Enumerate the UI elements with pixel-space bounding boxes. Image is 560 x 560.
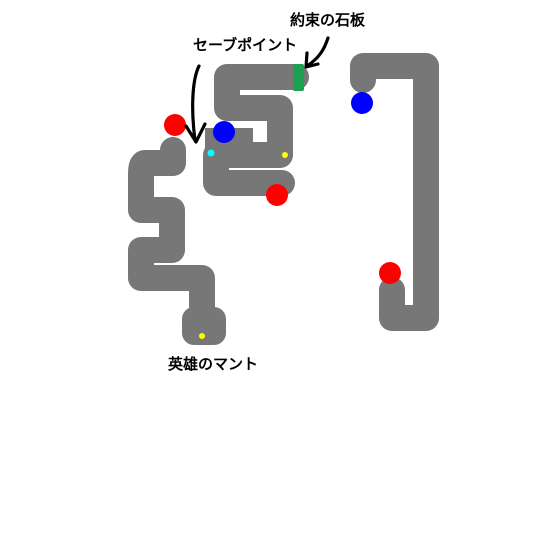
- blue-marker[interactable]: [351, 92, 373, 114]
- right-long-corridor: [350, 53, 439, 331]
- central-spiral-corridor: [203, 64, 309, 196]
- red-marker[interactable]: [379, 262, 401, 284]
- stone-tablet-marker[interactable]: [293, 64, 304, 91]
- red-marker[interactable]: [164, 114, 186, 136]
- stone-tablet-label: 約束の石板: [290, 11, 366, 29]
- left-winding-corridor: [128, 137, 215, 335]
- stone-tablet-arrow: [304, 36, 330, 69]
- save-point-marker[interactable]: [207, 149, 215, 157]
- save-point-label: セーブポイント: [193, 36, 297, 54]
- red-marker[interactable]: [266, 184, 288, 206]
- item-marker[interactable]: [282, 152, 288, 158]
- hero-cloak-label: 英雄のマント: [168, 355, 258, 373]
- left-corridor-end-room: [182, 307, 226, 345]
- blue-marker[interactable]: [213, 121, 235, 143]
- save-point-arrow: [184, 64, 207, 144]
- item-marker[interactable]: [199, 333, 205, 339]
